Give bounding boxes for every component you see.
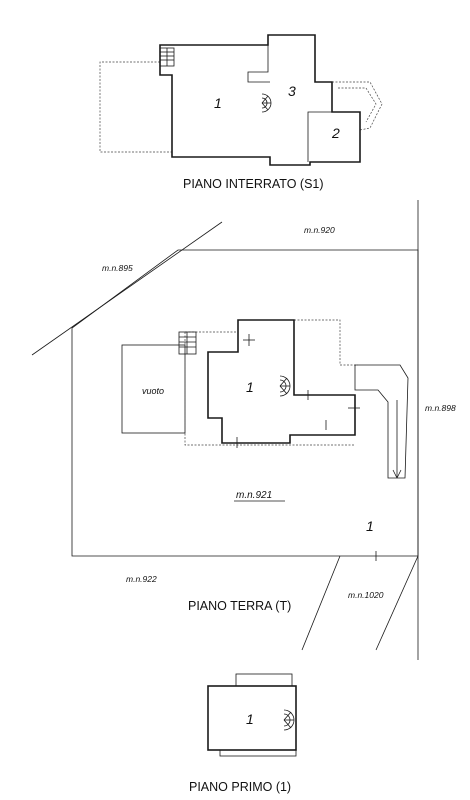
lot-boundary: [71, 249, 419, 557]
parcel-label-895: m.n.895: [102, 263, 133, 273]
parcel-label-1020: m.n.1020: [348, 590, 384, 600]
first-title: PIANO PRIMO (1): [189, 780, 291, 794]
basement-stair: [159, 47, 175, 67]
basement-room-2-label: 2: [331, 125, 340, 141]
parcel-label-922: m.n.922: [126, 574, 157, 584]
lot-label: m.n.921: [236, 490, 272, 501]
basement-room-3-label: 3: [288, 83, 296, 99]
parcel-label-898: m.n.898: [425, 403, 456, 413]
ground-spiral-stair: [279, 375, 291, 397]
basement-plan: 1 3 2 PIANO INTERRATO (S1): [99, 34, 383, 191]
basement-spiral-stair: [261, 93, 272, 113]
first-room-1-label: 1: [246, 711, 254, 727]
basement-room-1-label: 1: [214, 95, 222, 111]
parcel-label-920: m.n.920: [304, 225, 335, 235]
first-plan: 1 PIANO PRIMO (1): [189, 673, 297, 794]
void-label: vuoto: [142, 386, 164, 396]
ground-stair: [178, 331, 197, 355]
lot-room-1-label: 1: [366, 518, 374, 534]
ground-title: PIANO TERRA (T): [188, 599, 291, 613]
basement-title: PIANO INTERRATO (S1): [183, 177, 324, 191]
ground-plan: 1 vuoto m.n.921 1 m.n.920 m.n.895 m.n.89…: [31, 200, 456, 660]
first-spiral-stair: [283, 709, 295, 731]
ground-room-1-label: 1: [246, 379, 254, 395]
